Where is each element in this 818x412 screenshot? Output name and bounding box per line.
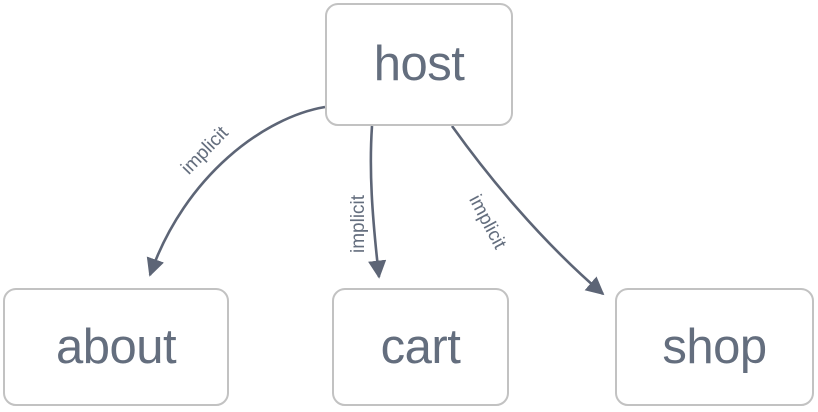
edge-host-cart	[368, 125, 387, 279]
node-host-label: host	[373, 37, 465, 91]
edge-label-host-about: implicit	[177, 122, 233, 179]
edge-label-host-shop: implicit	[464, 191, 511, 253]
node-host[interactable]: host	[325, 3, 513, 126]
edge-label-host-cart: implicit	[348, 194, 369, 253]
node-cart-label: cart	[380, 319, 461, 374]
node-shop-label: shop	[662, 319, 767, 374]
node-shop[interactable]: shop	[615, 288, 814, 406]
edge-host-about	[146, 105, 326, 277]
node-about-label: about	[55, 319, 177, 374]
node-cart[interactable]: cart	[332, 288, 509, 406]
node-about[interactable]: about	[3, 288, 229, 406]
